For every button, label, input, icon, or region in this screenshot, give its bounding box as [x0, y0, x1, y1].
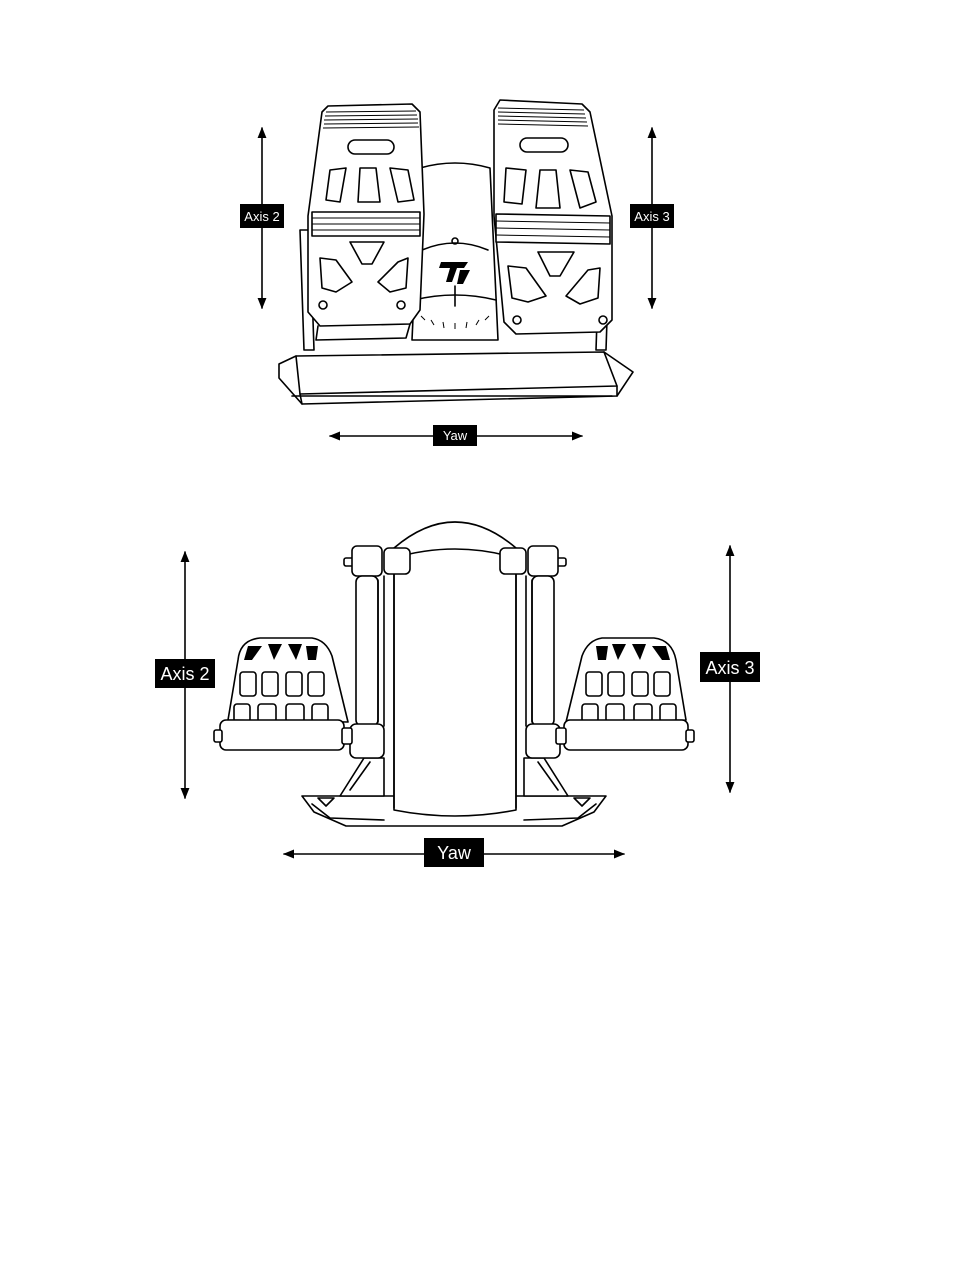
top-axis2-label: Axis 2	[240, 204, 284, 228]
top-view-illustration	[279, 100, 633, 404]
top-yaw-label: Yaw	[433, 425, 477, 446]
side-axis2-label: Axis 2	[155, 659, 215, 688]
side-view-right-pedal	[556, 638, 694, 750]
side-view-illustration	[214, 522, 694, 826]
top-view-left-pedal	[300, 104, 424, 350]
svg-text:Yaw: Yaw	[437, 843, 472, 863]
svg-text:Axis 3: Axis 3	[705, 658, 754, 678]
svg-text:Axis 2: Axis 2	[160, 664, 209, 684]
side-view-left-pedal	[214, 638, 352, 750]
top-axis3-label: Axis 3	[630, 204, 674, 228]
top-view-right-pedal	[494, 100, 612, 350]
side-axis3-label: Axis 3	[700, 652, 760, 682]
side-yaw-label: Yaw	[424, 838, 484, 867]
svg-text:Axis 2: Axis 2	[244, 209, 279, 224]
svg-text:Yaw: Yaw	[443, 428, 468, 443]
svg-text:Axis 3: Axis 3	[634, 209, 669, 224]
